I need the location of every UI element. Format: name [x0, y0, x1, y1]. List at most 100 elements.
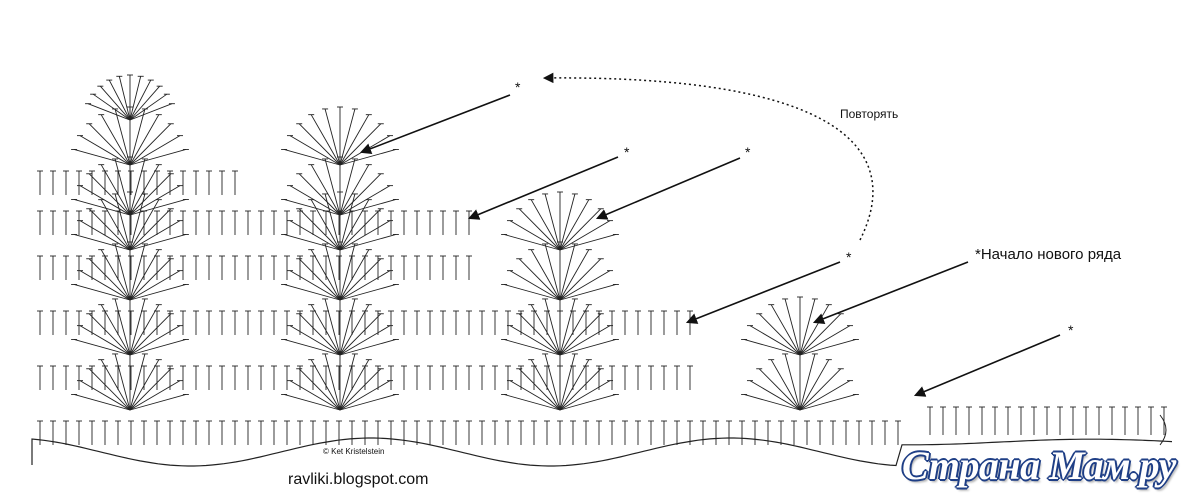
double-crochet-stitch — [129, 76, 142, 121]
double-crochet-stitch — [129, 79, 152, 121]
double-crochet-stitch — [530, 359, 561, 411]
double-crochet-stitch — [559, 298, 576, 356]
double-crochet-stitch — [784, 353, 801, 411]
double-crochet-stitch — [129, 93, 168, 121]
double-crochet-stitch — [129, 193, 146, 251]
double-crochet-stitch — [129, 208, 172, 251]
double-crochet-stitch — [283, 199, 341, 216]
double-crochet-stitch — [509, 270, 561, 301]
double-crochet-stitch — [559, 304, 590, 356]
double-crochet-stitch — [559, 339, 617, 356]
double-crochet-stitch — [339, 234, 397, 251]
stitch-fan — [501, 241, 619, 301]
double-crochet-stitch — [544, 193, 561, 251]
double-crochet-stitch — [559, 258, 602, 301]
double-crochet-stitch — [530, 199, 561, 251]
double-crochet-stitch — [339, 313, 382, 356]
double-crochet-stitch — [129, 185, 181, 216]
double-crochet-stitch — [79, 220, 131, 251]
double-crochet-stitch — [114, 158, 131, 216]
row-start-arrow — [812, 261, 969, 324]
stitch-fan — [71, 191, 189, 251]
double-crochet-stitch — [339, 164, 370, 216]
double-crochet-stitch — [129, 243, 146, 301]
double-crochet-stitch — [129, 123, 172, 166]
stitch-fan — [501, 351, 619, 411]
stitch-fan — [281, 241, 399, 301]
double-crochet-stitch — [88, 258, 131, 301]
double-crochet-stitch — [114, 193, 131, 251]
double-crochet-stitch — [503, 394, 561, 411]
stitch-fan — [741, 296, 859, 356]
double-crochet-stitch — [129, 135, 181, 166]
double-crochet-stitch — [518, 208, 561, 251]
double-crochet-stitch — [559, 208, 602, 251]
double-crochet-stitch — [339, 249, 370, 301]
double-crochet-stitch — [283, 339, 341, 356]
double-crochet-stitch — [310, 114, 341, 166]
double-crochet-stitch — [530, 304, 561, 356]
double-crochet-stitch — [324, 108, 341, 166]
double-crochet-stitch — [73, 199, 131, 216]
double-crochet-stitch — [129, 313, 172, 356]
double-crochet-stitch — [283, 394, 341, 411]
double-crochet-stitch — [559, 220, 611, 251]
post-stitch-row — [927, 406, 1167, 435]
double-crochet-stitch — [298, 368, 341, 411]
double-crochet-stitch — [339, 380, 391, 411]
double-crochet-stitch — [544, 243, 561, 301]
double-crochet-stitch — [799, 325, 851, 356]
double-crochet-stitch — [298, 258, 341, 301]
double-crochet-stitch — [339, 339, 397, 356]
double-crochet-stitch — [114, 298, 131, 356]
double-crochet-stitch — [129, 85, 161, 121]
double-crochet-stitch — [129, 220, 181, 251]
double-crochet-stitch — [770, 359, 801, 411]
double-crochet-stitch — [129, 199, 187, 216]
double-crochet-stitch — [559, 380, 611, 411]
double-crochet-stitch — [339, 114, 370, 166]
double-crochet-stitch — [88, 123, 131, 166]
double-crochet-stitch — [73, 394, 131, 411]
double-crochet-stitch — [339, 185, 391, 216]
double-crochet-stitch — [324, 243, 341, 301]
double-crochet-stitch — [530, 249, 561, 301]
double-crochet-stitch — [129, 103, 173, 121]
row-start-asterisk: * — [1068, 322, 1074, 338]
double-crochet-stitch — [339, 173, 382, 216]
copyright-note: © Ket Kristelstein — [323, 447, 385, 456]
double-crochet-stitch — [114, 108, 131, 166]
post-stitch-row — [37, 210, 472, 235]
double-crochet-stitch — [324, 193, 341, 251]
double-crochet-stitch — [799, 394, 857, 411]
double-crochet-stitch — [749, 380, 801, 411]
double-crochet-stitch — [758, 313, 801, 356]
double-crochet-stitch — [129, 158, 146, 216]
new-row-legend: *Начало нового ряда — [975, 246, 1122, 263]
double-crochet-stitch — [289, 220, 341, 251]
double-crochet-stitch — [88, 208, 131, 251]
double-crochet-stitch — [129, 173, 172, 216]
double-crochet-stitch — [339, 199, 370, 251]
foundation-chain — [31, 437, 1173, 467]
double-crochet-stitch — [129, 234, 187, 251]
row-start-arrow — [913, 334, 1061, 397]
double-crochet-stitch — [799, 304, 830, 356]
double-crochet-stitch — [559, 313, 602, 356]
double-crochet-stitch — [324, 298, 341, 356]
row-start-asterisk: * — [846, 249, 852, 265]
stitch-fan — [71, 296, 189, 356]
double-crochet-stitch — [559, 243, 576, 301]
double-crochet-stitch — [559, 234, 617, 251]
double-crochet-stitch — [289, 185, 341, 216]
double-crochet-stitch — [100, 114, 131, 166]
double-crochet-stitch — [509, 380, 561, 411]
post-stitch-row — [37, 310, 693, 335]
double-crochet-stitch — [73, 339, 131, 356]
double-crochet-stitch — [129, 149, 187, 166]
double-crochet-stitch — [339, 158, 356, 216]
double-crochet-stitch — [129, 270, 181, 301]
double-crochet-stitch — [339, 270, 391, 301]
double-crochet-stitch — [559, 284, 617, 301]
